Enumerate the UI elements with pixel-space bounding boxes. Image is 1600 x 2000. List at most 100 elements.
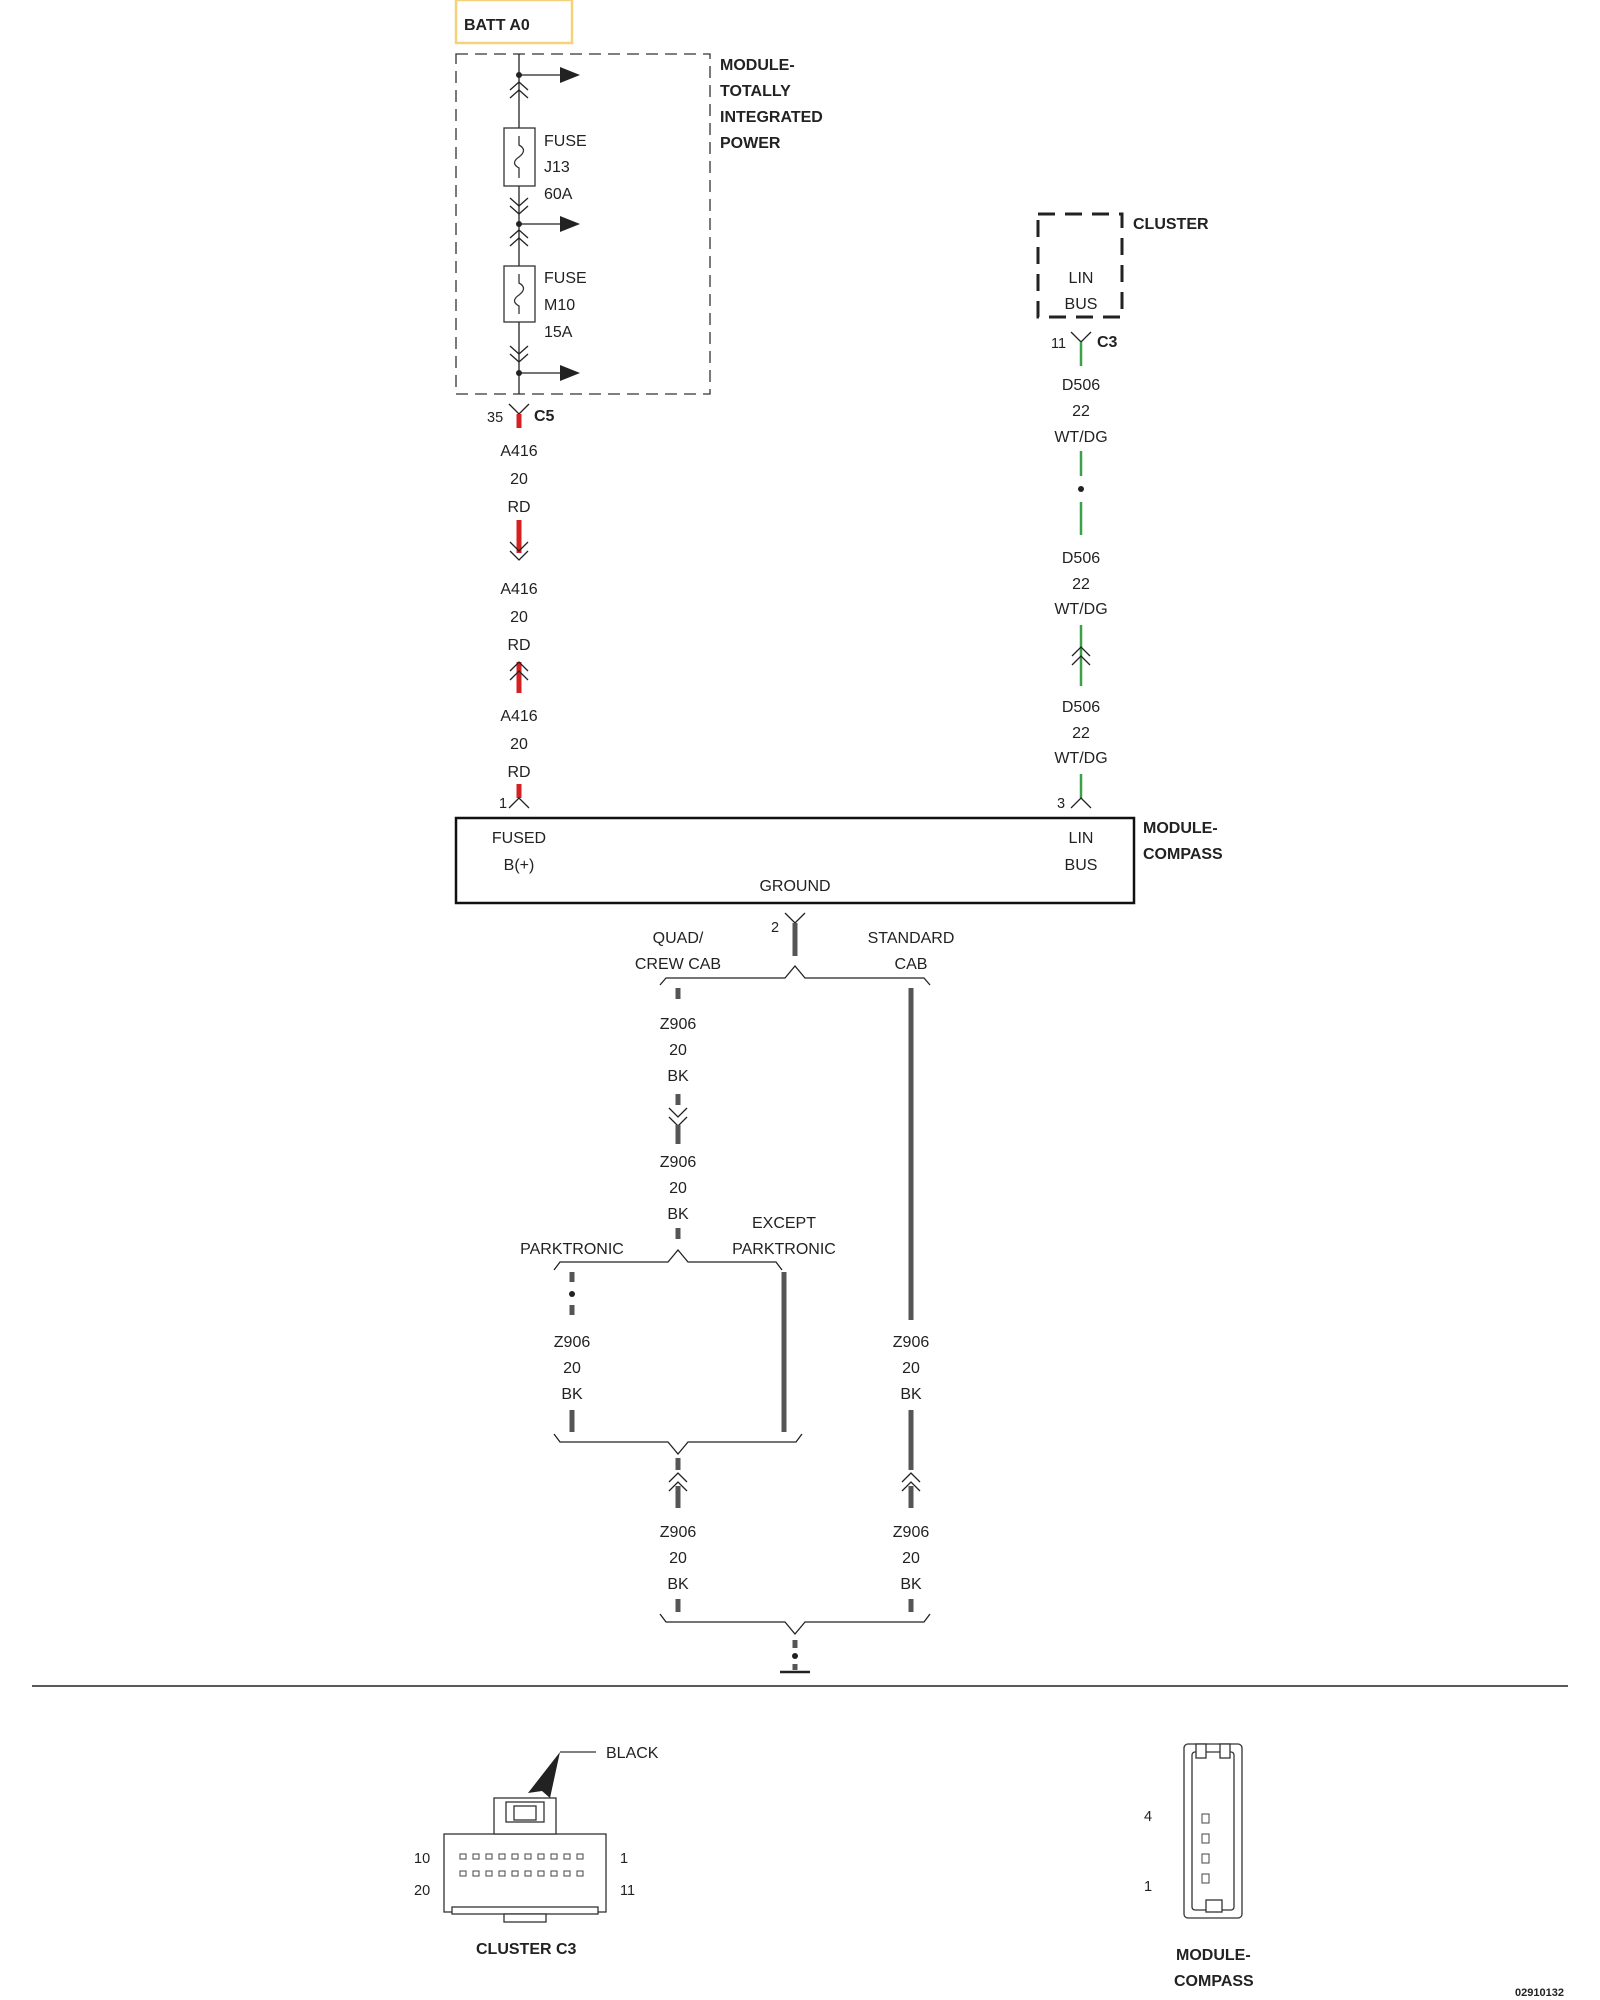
c5-pin: 35: [487, 410, 503, 426]
c3-pin: 11: [1051, 336, 1066, 352]
figure-id: 02910132: [1515, 1987, 1564, 1999]
compass-view-pin-4: 4: [1144, 1809, 1152, 1825]
except-parktronic-label-1: EXCEPT: [752, 1215, 816, 1232]
black-pointer-arrow: [528, 1752, 560, 1798]
d506-label-1-gauge: 22: [1072, 403, 1090, 420]
parktronic-merge-brace: [553, 1433, 803, 1456]
z906-lower-inline-connectors: [668, 1472, 921, 1492]
cluster-c3-connector-view[interactable]: [443, 1751, 607, 1923]
except-parktronic-label-2: PARKTRONIC: [732, 1241, 836, 1258]
cluster-c3-pin-rows: [459, 1853, 584, 1877]
z906-park-circuit: Z906: [554, 1334, 591, 1351]
d506-label-1-color: WT/DG: [1054, 429, 1107, 446]
cluster-box[interactable]: [1036, 212, 1124, 319]
compass-caption-2: COMPASS: [1174, 1973, 1254, 1990]
z906-quad-2-color: BK: [667, 1206, 689, 1223]
c3-view-pin-11: 11: [620, 1883, 635, 1899]
z906-park-color: BK: [561, 1386, 583, 1403]
fuse-j13-id: J13: [544, 159, 570, 176]
compass-caption-1: MODULE-: [1176, 1947, 1251, 1964]
batt-box[interactable]: [454, 0, 574, 45]
a416-label-2-circuit: A416: [500, 581, 537, 598]
ground-splice: [792, 1653, 798, 1659]
d506-inline-connector: [1070, 646, 1092, 809]
c3-name: C3: [1097, 334, 1118, 351]
a416-label-2-gauge: 20: [510, 609, 528, 626]
z906-quad-2-circuit: Z906: [660, 1154, 697, 1171]
z906-std-2-color: BK: [900, 1576, 922, 1593]
c3-view-pin-1: 1: [620, 1851, 628, 1867]
fuse-m10-rating: 15A: [544, 324, 573, 341]
cab-option-brace: [659, 964, 931, 986]
cluster-label: CLUSTER: [1133, 216, 1209, 233]
tipm-label-1: MODULE-: [720, 57, 795, 74]
d506-label-3-circuit: D506: [1062, 699, 1100, 716]
compass-module-label-2: COMPASS: [1143, 846, 1223, 863]
z906-quad-inline-connector: [668, 1107, 688, 1127]
z906-quad-2-gauge: 20: [669, 1180, 687, 1197]
compass-lin: LIN: [1069, 830, 1094, 847]
parktronic-splice: [569, 1291, 575, 1297]
d506-label-2-color: WT/DG: [1054, 601, 1107, 618]
d506-splice: [1078, 486, 1084, 492]
fuse-j13-symbol: [503, 127, 536, 187]
compass-module-label-1: MODULE-: [1143, 820, 1218, 837]
ground-pin-connector: [784, 912, 806, 924]
parktronic-brace: [553, 1248, 783, 1271]
d506-label-2-gauge: 22: [1072, 576, 1090, 593]
a416-label-2-color: RD: [507, 637, 530, 654]
cluster-bus: BUS: [1065, 296, 1098, 313]
d506-label-3-gauge: 22: [1072, 725, 1090, 742]
fuse-m10-id: M10: [544, 297, 575, 314]
cluster-c3-caption: CLUSTER C3: [476, 1941, 577, 1958]
c3-view-pin-20: 20: [414, 1883, 430, 1899]
tipm-tap-arrows: [516, 67, 580, 381]
quad-crew-label-1: QUAD/: [653, 930, 704, 947]
a416-label-1-circuit: A416: [500, 443, 537, 460]
a416-label-3-circuit: A416: [500, 708, 537, 725]
a416-label-1-gauge: 20: [510, 471, 528, 488]
standard-cab-label-1: STANDARD: [868, 930, 955, 947]
compass-pin-1: 1: [499, 796, 507, 812]
tipm-label-2: TOTALLY: [720, 83, 791, 100]
parktronic-label: PARKTRONIC: [520, 1241, 624, 1258]
z906-quad-3-gauge: 20: [669, 1550, 687, 1567]
fuse-j13-rating: 60A: [544, 186, 573, 203]
compass-view-pin-1: 1: [1144, 1879, 1152, 1895]
d506-label-1-circuit: D506: [1062, 377, 1100, 394]
z906-std-2-gauge: 20: [902, 1550, 920, 1567]
c3-connector: [1070, 331, 1092, 343]
z906-std-1-gauge: 20: [902, 1360, 920, 1377]
quad-crew-label-2: CREW CAB: [635, 956, 721, 973]
fuse-m10-label: FUSE: [544, 270, 587, 287]
compass-connector-view[interactable]: [1183, 1743, 1243, 1919]
a416-label-1-color: RD: [507, 499, 530, 516]
compass-pin-column: [1201, 1813, 1210, 1884]
ground-merge-brace: [659, 1613, 931, 1636]
z906-quad-3-circuit: Z906: [660, 1524, 697, 1541]
z906-std-1-color: BK: [900, 1386, 922, 1403]
z906-std-2-circuit: Z906: [893, 1524, 930, 1541]
compass-pin-3: 3: [1057, 796, 1065, 812]
black-label: BLACK: [606, 1745, 659, 1762]
ground-pin-number: 2: [771, 920, 779, 936]
compass-ground: GROUND: [759, 878, 830, 895]
a416-label-3-color: RD: [507, 764, 530, 781]
cluster-lin: LIN: [1069, 270, 1094, 287]
fuse-m10-symbol: [503, 265, 536, 323]
z906-quad-1-color: BK: [667, 1068, 689, 1085]
z906-quad-1-gauge: 20: [669, 1042, 687, 1059]
z906-quad-3-color: BK: [667, 1576, 689, 1593]
c3-view-pin-10: 10: [414, 1851, 430, 1867]
compass-module-box[interactable]: [454, 816, 1136, 905]
tipm-box: [455, 53, 711, 395]
compass-bplus: B(+): [504, 857, 535, 874]
z906-park-gauge: 20: [563, 1360, 581, 1377]
z906-std-1-circuit: Z906: [893, 1334, 930, 1351]
d506-label-3-color: WT/DG: [1054, 750, 1107, 767]
d506-label-2-circuit: D506: [1062, 550, 1100, 567]
tipm-label-4: POWER: [720, 135, 781, 152]
standard-cab-label-2: CAB: [895, 956, 928, 973]
c5-connector: [508, 403, 530, 415]
